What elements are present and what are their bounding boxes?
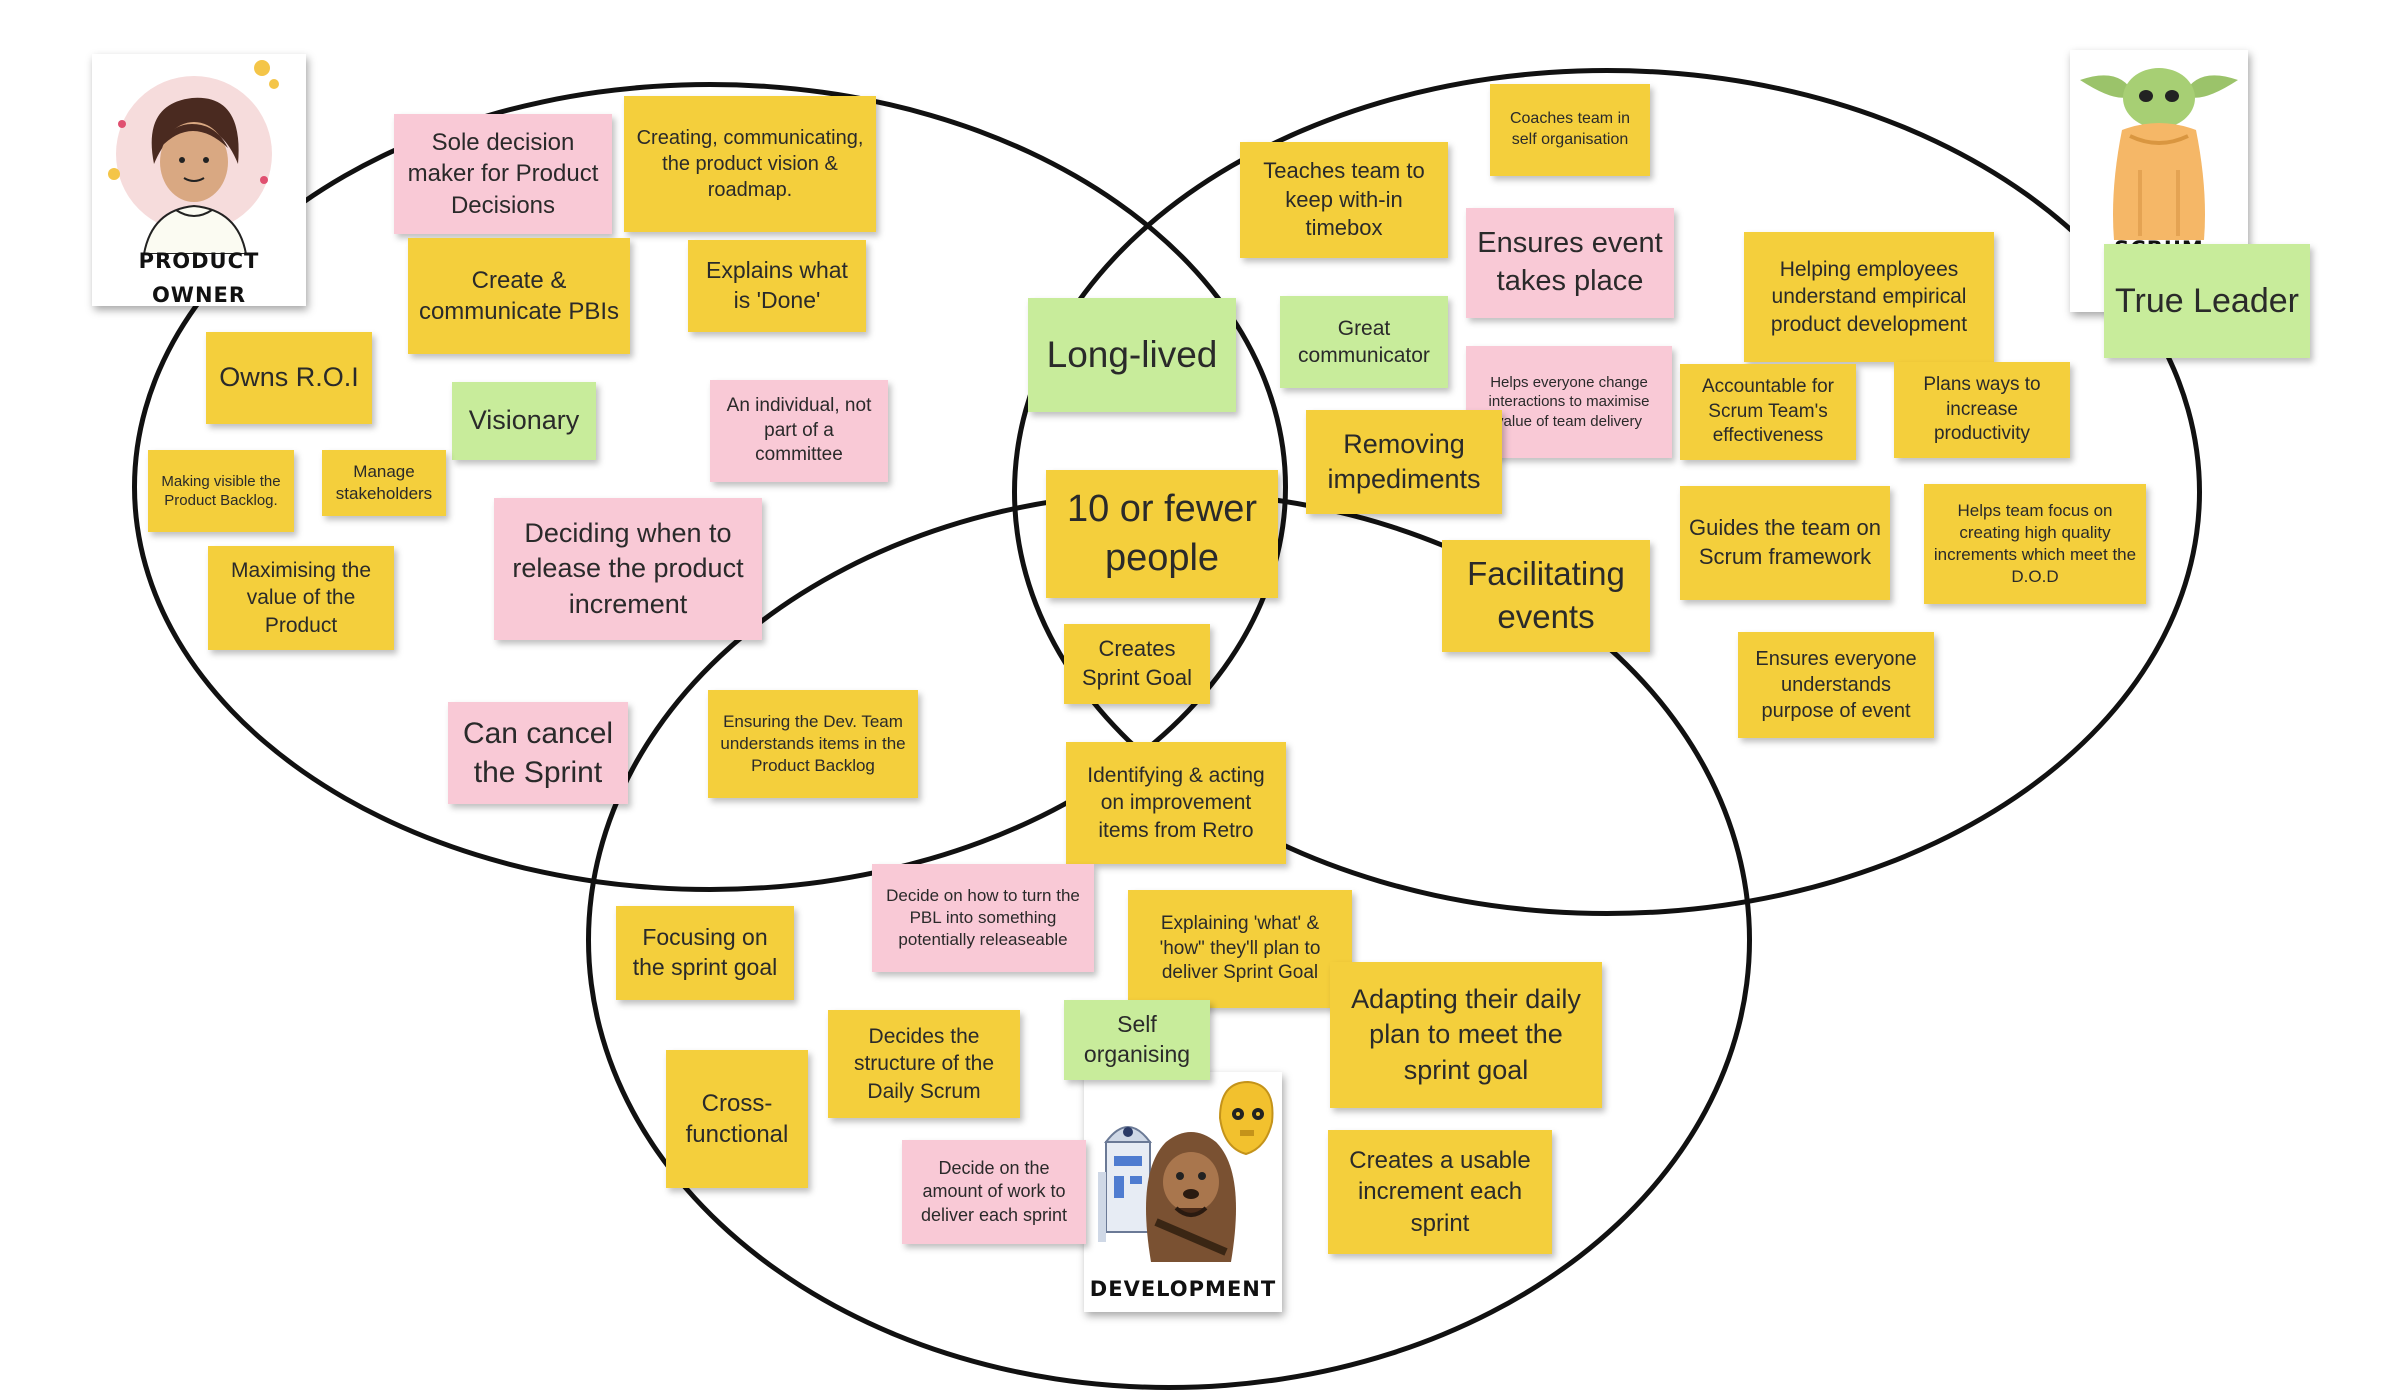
note-visionary: Visionary <box>452 382 596 460</box>
development-team-card: DEVELOPMENT <box>1084 1072 1282 1312</box>
c3po-icon <box>1218 1080 1274 1156</box>
note-stakeholders: Manage stakeholders <box>322 450 446 516</box>
note-amount-of-work: Decide on the amount of work to deliver … <box>902 1140 1086 1244</box>
note-owns-roi: Owns R.O.I <box>206 332 372 424</box>
note-adapting-plan: Adapting their daily plan to meet the sp… <box>1330 962 1602 1108</box>
note-turn-pbl: Decide on how to turn the PBL into somet… <box>872 864 1094 972</box>
note-daily-scrum: Decides the structure of the Daily Scrum <box>828 1010 1020 1118</box>
note-product-vision: Creating, communicating, the product vis… <box>624 96 876 232</box>
note-usable-increment: Creates a usable increment each sprint <box>1328 1130 1552 1254</box>
note-great-communicator: Great communicator <box>1280 296 1448 388</box>
baby-yoda-icon <box>2080 68 2238 240</box>
product-owner-avatar-icon <box>108 60 279 255</box>
note-explains-done: Explains what is 'Done' <box>688 240 866 332</box>
note-release-increment: Deciding when to release the product inc… <box>494 498 762 640</box>
note-create-pbis: Create & communicate PBIs <box>408 238 630 354</box>
note-guides-framework: Guides the team on Scrum framework <box>1680 486 1890 600</box>
note-creates-sprint-goal: Creates Sprint Goal <box>1064 624 1210 704</box>
note-cross-functional: Cross-functional <box>666 1050 808 1188</box>
note-quality-increments: Helps team focus on creating high qualit… <box>1924 484 2146 604</box>
note-explaining-plan: Explaining 'what' & 'how" they'll plan t… <box>1128 890 1352 1008</box>
note-individual: An individual, not part of a committee <box>710 380 888 482</box>
note-retro-improvement: Identifying & acting on improvement item… <box>1066 742 1286 864</box>
note-maximising-value: Maximising the value of the Product <box>208 546 394 650</box>
note-purpose-of-event: Ensures everyone understands purpose of … <box>1738 632 1934 738</box>
note-coaches-self-org: Coaches team in self organisation <box>1490 84 1650 176</box>
note-self-organising: Self organising <box>1064 1000 1210 1080</box>
note-true-leader: True Leader <box>2104 244 2310 358</box>
development-team-label: DEVELOPMENT <box>1089 1277 1277 1301</box>
note-dev-understands-backlog: Ensuring the Dev. Team understands items… <box>708 690 918 798</box>
note-cancel-sprint: Can cancel the Sprint <box>448 702 628 804</box>
product-owner-card: PRODUCT OWNER <box>92 54 306 307</box>
chewbacca-icon <box>1146 1132 1236 1262</box>
note-facilitating-events: Facilitating events <box>1442 540 1650 652</box>
note-helps-change: Helps everyone change interactions to ma… <box>1466 346 1672 458</box>
note-focusing-sprint-goal: Focusing on the sprint goal <box>616 906 794 1000</box>
note-removing-impediments: Removing impediments <box>1306 410 1502 514</box>
note-timebox: Teaches team to keep with-in timebox <box>1240 142 1448 258</box>
note-productivity: Plans ways to increase productivity <box>1894 362 2070 458</box>
venn-board: PRODUCT OWNER SCRUM MASTER <box>92 54 2310 1390</box>
product-owner-label: PRODUCT OWNER <box>138 249 260 307</box>
note-accountable: Accountable for Scrum Team's effectivene… <box>1680 364 1856 460</box>
note-sole-decision: Sole decision maker for Product Decision… <box>394 114 612 234</box>
note-ten-or-fewer: 10 or fewer people <box>1046 470 1278 598</box>
note-empirical: Helping employees understand empirical p… <box>1744 232 1994 362</box>
note-ensures-event: Ensures event takes place <box>1466 208 1674 318</box>
note-visible-backlog: Making visible the Product Backlog. <box>148 450 294 532</box>
note-long-lived: Long-lived <box>1028 298 1236 412</box>
